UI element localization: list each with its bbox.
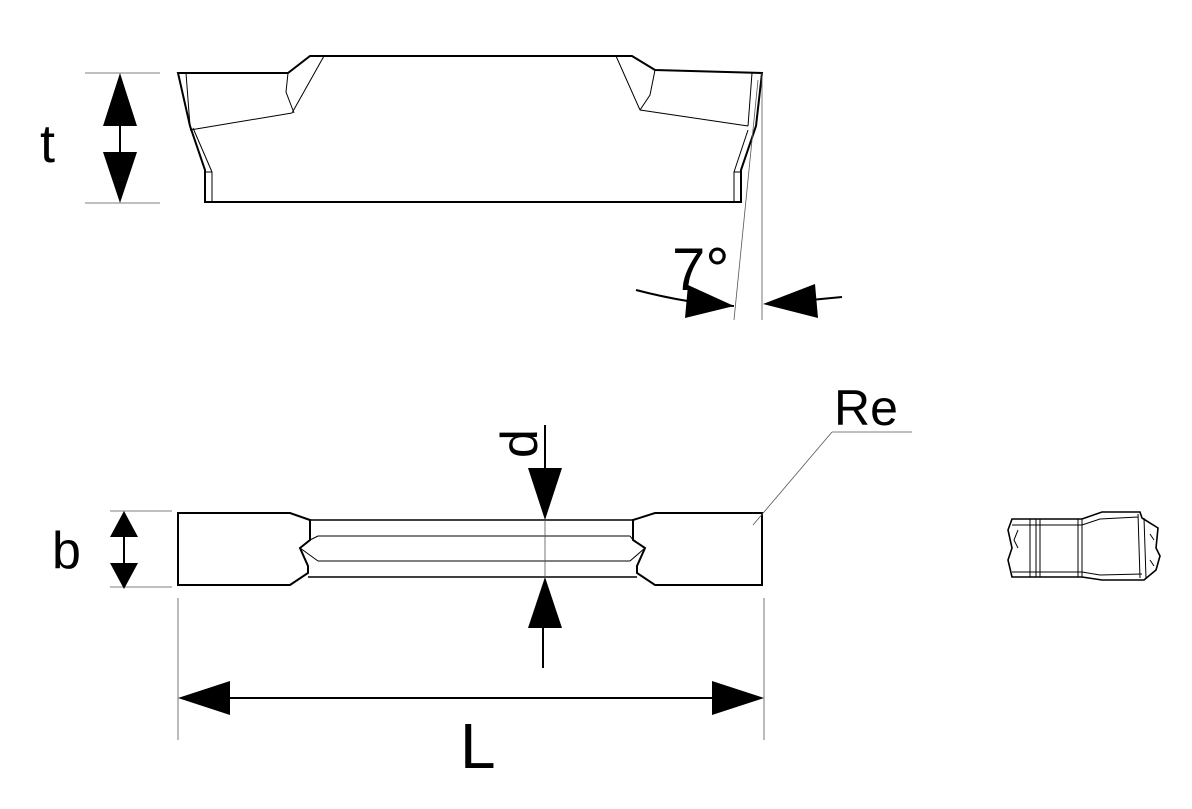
thickness-label: t: [40, 114, 55, 174]
top-view-outline: [177, 512, 763, 586]
width-dimension: b: [52, 510, 172, 589]
width-label: b: [52, 522, 81, 580]
radius-label: Re: [834, 380, 898, 436]
end-view: [1007, 511, 1161, 581]
thickness-arrow-down: [103, 152, 137, 203]
radius-leader-line: [752, 431, 833, 526]
angle-label: 7°: [672, 236, 729, 303]
side-view-facet-right: [615, 55, 753, 202]
length-arrow-left: [178, 681, 230, 715]
thickness-dimension: t: [40, 72, 160, 204]
side-view-outline: [176, 55, 764, 203]
side-view: [176, 55, 764, 203]
length-arrow-right: [712, 681, 764, 715]
end-view-outline: [1007, 511, 1161, 581]
angle-arrow-left: [685, 285, 734, 318]
width-arrow-down: [110, 563, 138, 589]
top-view-groove-ends: [299, 535, 646, 562]
depth-arrow-up: [528, 577, 562, 628]
side-view-facet-left: [185, 55, 325, 202]
radius-leader: Re: [752, 380, 912, 526]
depth-dimension: d: [491, 425, 562, 668]
depth-label: d: [491, 429, 549, 458]
top-view: [177, 512, 763, 586]
length-label: L: [460, 710, 496, 782]
width-arrow-up: [110, 511, 138, 537]
depth-arrow-down: [528, 468, 562, 520]
side-view-facet-left-lower: [192, 127, 213, 173]
angle-reference-inclined: [733, 79, 759, 321]
length-dimension: L: [177, 598, 765, 782]
end-view-inner-lines: [1012, 513, 1155, 579]
thickness-arrow-up: [103, 73, 137, 126]
angle-arrow-right: [763, 284, 818, 318]
angle-dimension: 7°: [635, 73, 843, 321]
